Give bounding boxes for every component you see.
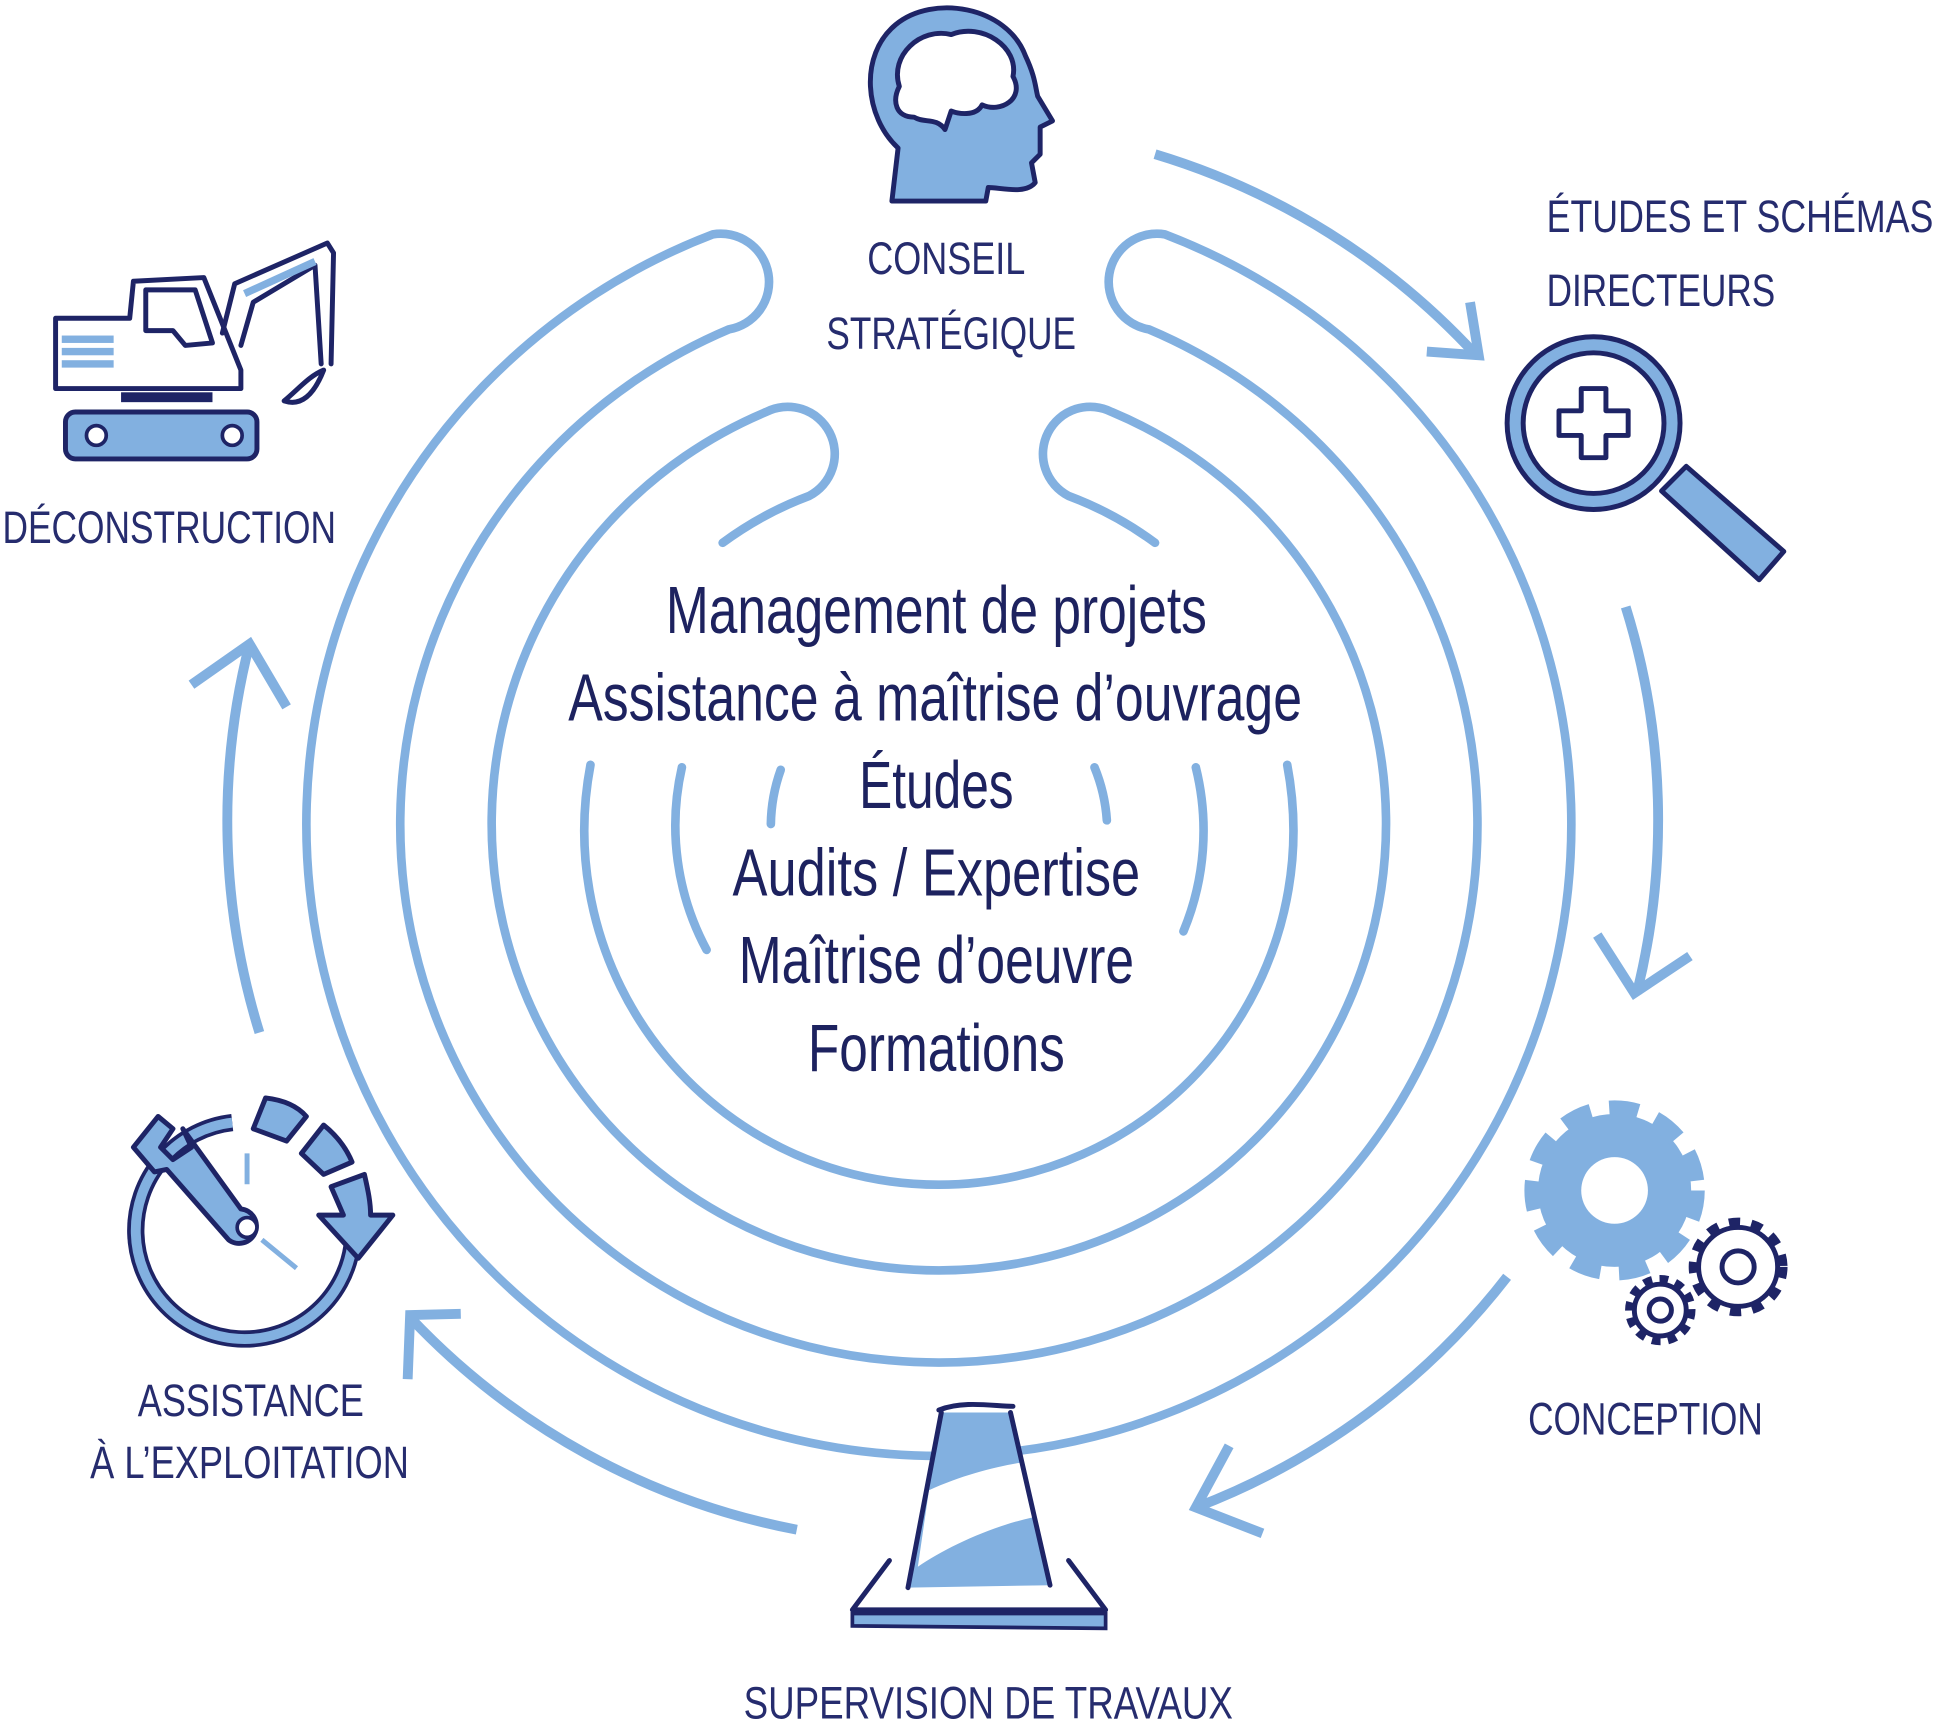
inner-ring-left-hook <box>487 402 1391 1275</box>
step-supervision: SUPERVISION DE TRAVAUX <box>744 1677 1233 1728</box>
center-item: Études <box>859 749 1013 823</box>
excavator-icon <box>53 240 337 462</box>
step-label: DIRECTEURS <box>1547 265 1776 316</box>
arrowhead-icon <box>402 1308 461 1380</box>
ring-five-right-arc <box>1179 762 1208 936</box>
step-conseil-strategique: CONSEIL STRATÉGIQUE <box>826 233 1076 359</box>
step-etudes-schemas: ÉTUDES ET SCHÉMAS DIRECTEURS <box>1547 191 1934 316</box>
arrow-supervision-to-assistance <box>406 1314 798 1535</box>
ring-six-right-arc <box>1090 762 1112 825</box>
arrowhead-icon <box>1593 932 1693 1000</box>
arrow-etudes-to-conception <box>1620 605 1664 995</box>
ring-five-left-arc <box>671 762 711 955</box>
ring-six-left-arc <box>766 765 786 829</box>
step-label: À L’EXPLOITATION <box>90 1437 409 1488</box>
arrowhead-icon <box>1426 301 1485 361</box>
head-brain-icon <box>867 5 1055 204</box>
center-item: Assistance à maîtrise d’ouvrage <box>568 661 1302 735</box>
outer-ring-loop <box>302 229 1576 1461</box>
center-item: Audits / Expertise <box>733 837 1141 911</box>
step-deconstruction: DÉCONSTRUCTION <box>2 502 336 553</box>
step-label: CONSEIL <box>867 233 1025 284</box>
step-label: ÉTUDES ET SCHÉMAS <box>1547 191 1934 242</box>
ring-four-arc <box>580 760 1298 1190</box>
center-item: Formations <box>808 1012 1065 1086</box>
step-label: SUPERVISION DE TRAVAUX <box>744 1677 1233 1728</box>
step-label: STRATÉGIQUE <box>826 308 1076 359</box>
center-item: Maîtrise d’oeuvre <box>739 924 1134 998</box>
step-label: DÉCONSTRUCTION <box>2 502 336 553</box>
arrow-conseil-to-etudes <box>1153 149 1480 359</box>
center-item: Management de projets <box>666 574 1207 648</box>
magnifier-plus-icon <box>1504 334 1787 583</box>
traffic-cone-icon <box>849 1401 1109 1631</box>
step-assistance-exploitation: ASSISTANCE À L’EXPLOITATION <box>90 1375 409 1488</box>
step-label: ASSISTANCE <box>138 1375 364 1426</box>
arrow-conception-to-supervision <box>1194 1273 1512 1513</box>
concentric-rings <box>302 229 1576 1461</box>
cycle-arrows <box>188 149 1693 1538</box>
wrench-clock-icon <box>127 1095 396 1348</box>
arrowhead-icon <box>188 636 291 710</box>
step-conception: CONCEPTION <box>1528 1394 1763 1445</box>
arrowhead-icon <box>1188 1443 1265 1538</box>
arrow-assistance-to-deconstruction <box>222 642 265 1034</box>
center-services-list: Management de projets Assistance à maîtr… <box>568 574 1302 1086</box>
gears-icon <box>1524 1100 1788 1346</box>
step-label: CONCEPTION <box>1528 1394 1763 1445</box>
